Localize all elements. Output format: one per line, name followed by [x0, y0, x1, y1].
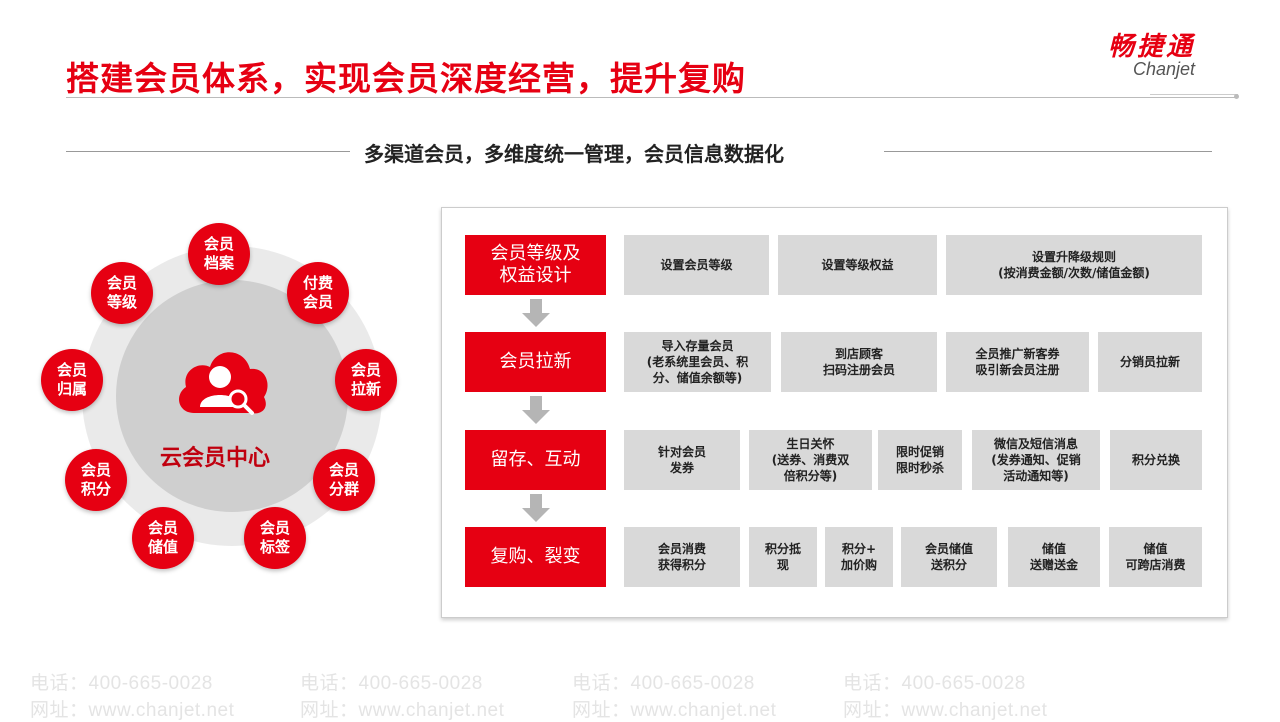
hub-node: 会员拉新 — [335, 349, 397, 411]
hub-node: 会员标签 — [244, 507, 306, 569]
feature-box: 积分抵 现 — [749, 527, 817, 587]
feature-box: 会员储值 送积分 — [901, 527, 997, 587]
feature-box: 生日关怀 (送券、消费双 倍积分等) — [749, 430, 872, 490]
logo-en: Chanjet — [1132, 59, 1196, 79]
hub-node: 会员归属 — [41, 349, 103, 411]
hub-node: 付费会员 — [287, 262, 349, 324]
hub-center-label: 云会员中心 — [160, 446, 271, 471]
stage-label: 会员拉新 — [465, 332, 606, 392]
watermark-site: 网址：www.chanjet.net — [300, 700, 505, 721]
feature-box: 储值 送赠送金 — [1008, 527, 1100, 587]
feature-box: 积分+ 加价购 — [825, 527, 893, 587]
arrow-down-icon — [522, 396, 550, 424]
feature-box: 针对会员 发券 — [624, 430, 740, 490]
feature-box: 积分兑换 — [1110, 430, 1202, 490]
logo-cn: 畅捷通 — [1108, 32, 1196, 62]
feature-box: 到店顾客 扫码注册会员 — [781, 332, 937, 392]
chanjet-logo: 畅捷通 Chanjet — [1108, 26, 1195, 80]
watermark-phone: 电话：400-665-0028 — [300, 673, 483, 694]
feature-box: 储值 可跨店消费 — [1109, 527, 1202, 587]
feature-box: 会员消费 获得积分 — [624, 527, 740, 587]
stage-label: 留存、互动 — [465, 430, 606, 490]
watermark-phone: 电话：400-665-0028 — [572, 673, 755, 694]
arrow-down-icon — [522, 299, 550, 327]
watermark-phone: 电话：400-665-0028 — [843, 673, 1026, 694]
title-divider — [66, 97, 1236, 98]
subtitle: 多渠道会员，多维度统一管理，会员信息数据化 — [364, 142, 784, 166]
hub-node: 会员储值 — [132, 507, 194, 569]
watermark-phone: 电话：400-665-0028 — [30, 673, 213, 694]
subtitle-line-left — [66, 151, 350, 152]
stage-label: 会员等级及 权益设计 — [465, 235, 606, 295]
hub-node: 会员积分 — [65, 449, 127, 511]
feature-box: 微信及短信消息 (发券通知、促销 活动通知等) — [972, 430, 1100, 490]
arrow-down-icon — [522, 494, 550, 522]
cloud-user-search-icon — [179, 352, 268, 415]
hub-node: 会员分群 — [313, 449, 375, 511]
hub-node: 会员档案 — [188, 223, 250, 285]
feature-box: 限时促销 限时秒杀 — [878, 430, 962, 490]
feature-box: 设置等级权益 — [778, 235, 937, 295]
feature-box: 全员推广新客券 吸引新会员注册 — [946, 332, 1089, 392]
divider-dot — [1234, 94, 1239, 99]
feature-box: 设置会员等级 — [624, 235, 769, 295]
watermark-site: 网址：www.chanjet.net — [843, 700, 1048, 721]
feature-box: 分销员拉新 — [1098, 332, 1202, 392]
subtitle-line-right — [884, 151, 1212, 152]
page-title: 搭建会员体系，实现会员深度经营，提升复购 — [66, 59, 746, 98]
stage-label: 复购、裂变 — [465, 527, 606, 587]
feature-box: 设置升降级规则 (按消费金额/次数/储值金额) — [946, 235, 1202, 295]
watermark-site: 网址：www.chanjet.net — [572, 700, 777, 721]
watermark-site: 网址：www.chanjet.net — [30, 700, 235, 721]
feature-box: 导入存量会员 (老系统里会员、积 分、储值余额等) — [624, 332, 771, 392]
hub-node: 会员等级 — [91, 262, 153, 324]
logo-divider — [1150, 94, 1238, 95]
